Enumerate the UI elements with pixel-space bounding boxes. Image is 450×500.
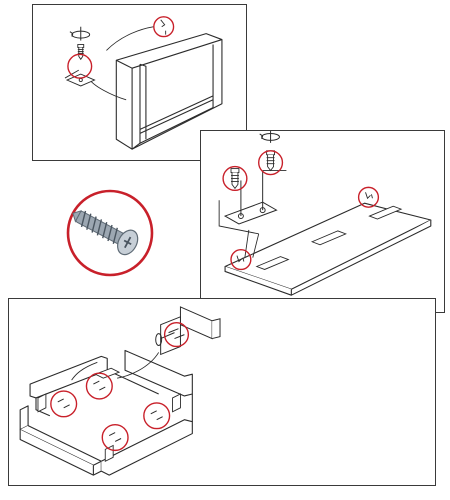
callout-ring bbox=[67, 53, 93, 79]
screwdriver-icon bbox=[259, 131, 280, 143]
screw-icon bbox=[72, 209, 139, 256]
callout-ring bbox=[85, 372, 113, 400]
board-slot bbox=[310, 230, 347, 246]
callout-ring bbox=[230, 248, 252, 271]
callout-ring bbox=[101, 423, 129, 452]
step-panel-fasten-frame bbox=[8, 298, 436, 486]
board-slot bbox=[368, 205, 403, 220]
step-panel-fasten-board bbox=[200, 130, 445, 313]
screwdriver-icon bbox=[69, 26, 91, 41]
board-slot bbox=[255, 256, 290, 270]
callout-ring bbox=[143, 402, 171, 430]
screw-closeup-callout bbox=[66, 189, 154, 277]
bracket-icon bbox=[37, 367, 181, 462]
screw-icon bbox=[230, 168, 240, 190]
callout-ring bbox=[222, 165, 248, 192]
top-panel-drawing bbox=[64, 16, 223, 150]
screwdriver-icon bbox=[155, 332, 175, 346]
screw-icon bbox=[266, 150, 275, 172]
screw-closeup bbox=[66, 189, 154, 277]
step-panel-fasten-top bbox=[32, 4, 247, 161]
screw-icon bbox=[77, 44, 85, 61]
callout-ring bbox=[153, 16, 175, 38]
board-drawing bbox=[218, 131, 432, 296]
bracket-icon bbox=[223, 170, 287, 225]
frame-drawing bbox=[19, 306, 221, 476]
callout-ring bbox=[258, 150, 284, 176]
callout-ring bbox=[50, 390, 78, 418]
screw-icon bbox=[57, 328, 185, 442]
callout-ring bbox=[357, 186, 380, 208]
callout-ring bbox=[163, 322, 190, 348]
